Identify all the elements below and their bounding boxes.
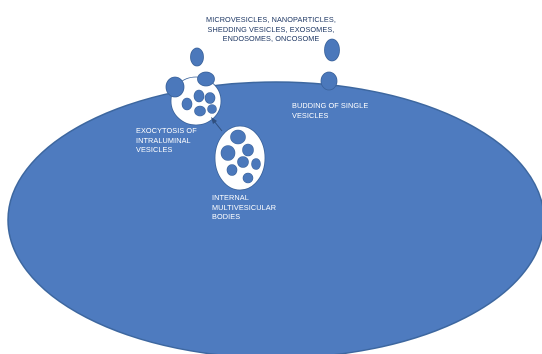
exiting-vesicle <box>165 76 185 98</box>
budding-label: BUDDING OF SINGLE VESICLES <box>292 101 369 120</box>
intraluminal-vesicle <box>194 105 206 117</box>
intraluminal-vesicle <box>207 104 217 114</box>
intraluminal-vesicle <box>193 89 205 103</box>
mvb-vesicle <box>242 172 254 184</box>
released-vesicle <box>324 38 340 62</box>
arrow-head <box>211 117 217 124</box>
mvb-vesicle <box>251 158 261 170</box>
released-vesicles-label: MICROVESICLES, NANOPARTICLES, SHEDDING V… <box>206 15 336 44</box>
mvb-vesicle <box>220 145 236 161</box>
mvb-vesicle <box>237 156 249 168</box>
intraluminal-vesicle <box>204 92 216 104</box>
mvb-vesicle <box>226 164 238 176</box>
intraluminal-vesicle <box>181 97 193 111</box>
exiting-vesicle <box>197 71 215 87</box>
released-vesicle <box>190 47 204 67</box>
mvb-label: INTERNAL MULTIVESICULAR BODIES <box>212 193 277 222</box>
mvb-vesicle <box>230 129 246 145</box>
exocytosis-label: EXOCYTOSIS OF INTRALUMINAL VESICLES <box>136 126 197 155</box>
cell-body <box>7 81 542 354</box>
budding-vesicle <box>320 71 338 91</box>
mvb-vesicle <box>242 143 254 157</box>
transport-arrow <box>213 120 223 132</box>
